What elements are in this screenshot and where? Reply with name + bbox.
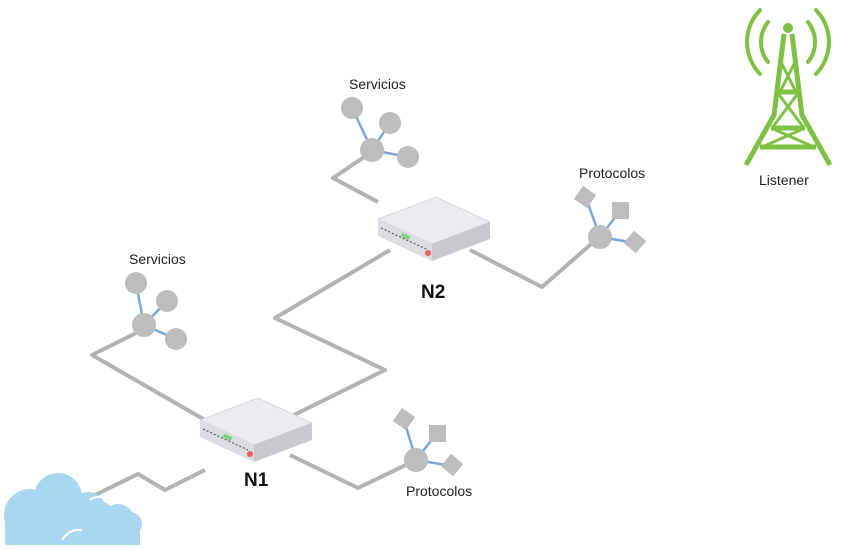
link-n1-protocols-bottom [289, 453, 413, 490]
listener-label: Listener [759, 172, 809, 188]
link-n2-protocols-right [469, 236, 600, 289]
link-n1-n2 [273, 248, 392, 419]
link-cloud-n1 [94, 468, 206, 497]
services-icon [341, 97, 419, 168]
cloud-icon [4, 473, 142, 545]
link-services-top-n2 [331, 151, 379, 204]
protocols-icon [573, 185, 647, 254]
node-label-n2: N2 [421, 282, 446, 303]
protocols-label: Protocolos [579, 165, 646, 181]
router-icon [199, 397, 313, 463]
services-label: Servicios [349, 76, 406, 92]
links [90, 151, 600, 497]
services-label: Servicios [129, 251, 186, 267]
node-label-n1: N1 [244, 470, 269, 491]
link-services-left-n1 [90, 328, 206, 422]
tower-icon [743, 8, 833, 167]
protocols-icon [392, 407, 464, 477]
protocols-label: Protocolos [406, 483, 473, 499]
services-icon [125, 272, 187, 350]
